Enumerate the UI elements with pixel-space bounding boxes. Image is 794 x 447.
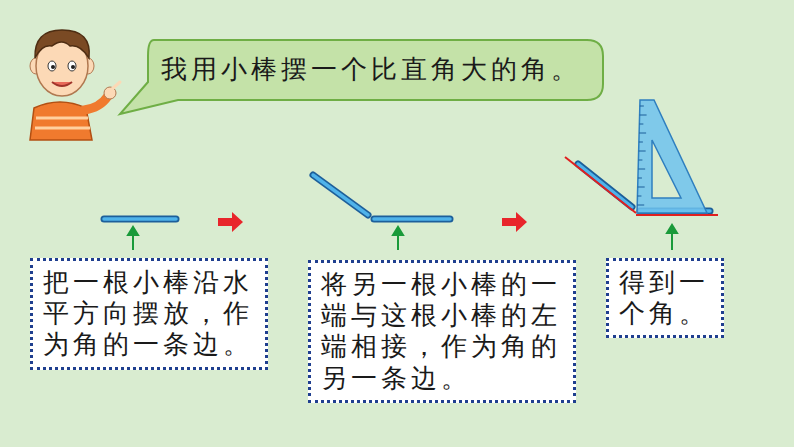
step-text: 把一根小棒沿水平方向摆放，作为角的一条边。 <box>43 267 255 361</box>
stick <box>313 175 450 219</box>
boy-figure <box>30 30 120 140</box>
step-box: 把一根小棒沿水平方向摆放，作为角的一条边。 <box>30 258 268 370</box>
step-arrow <box>218 212 243 232</box>
step-box: 将另一根小棒的一端与这根小棒的左端相接，作为角的另一条边。 <box>308 260 576 403</box>
speech-text: 我用小棒摆一个比直角大的角。 <box>161 54 581 85</box>
speech-bubble: 我用小棒摆一个比直角大的角。 <box>138 40 603 100</box>
step-text: 将另一根小棒的一端与这根小棒的左端相接，作为角的另一条边。 <box>321 269 563 394</box>
angle-figure <box>565 100 718 215</box>
set-square <box>637 100 707 213</box>
step-arrow <box>502 212 527 232</box>
step-box: 得到一个角。 <box>606 258 724 338</box>
step-text: 得到一个角。 <box>619 267 711 329</box>
stick <box>104 219 176 220</box>
pointer-arrow <box>128 225 677 250</box>
